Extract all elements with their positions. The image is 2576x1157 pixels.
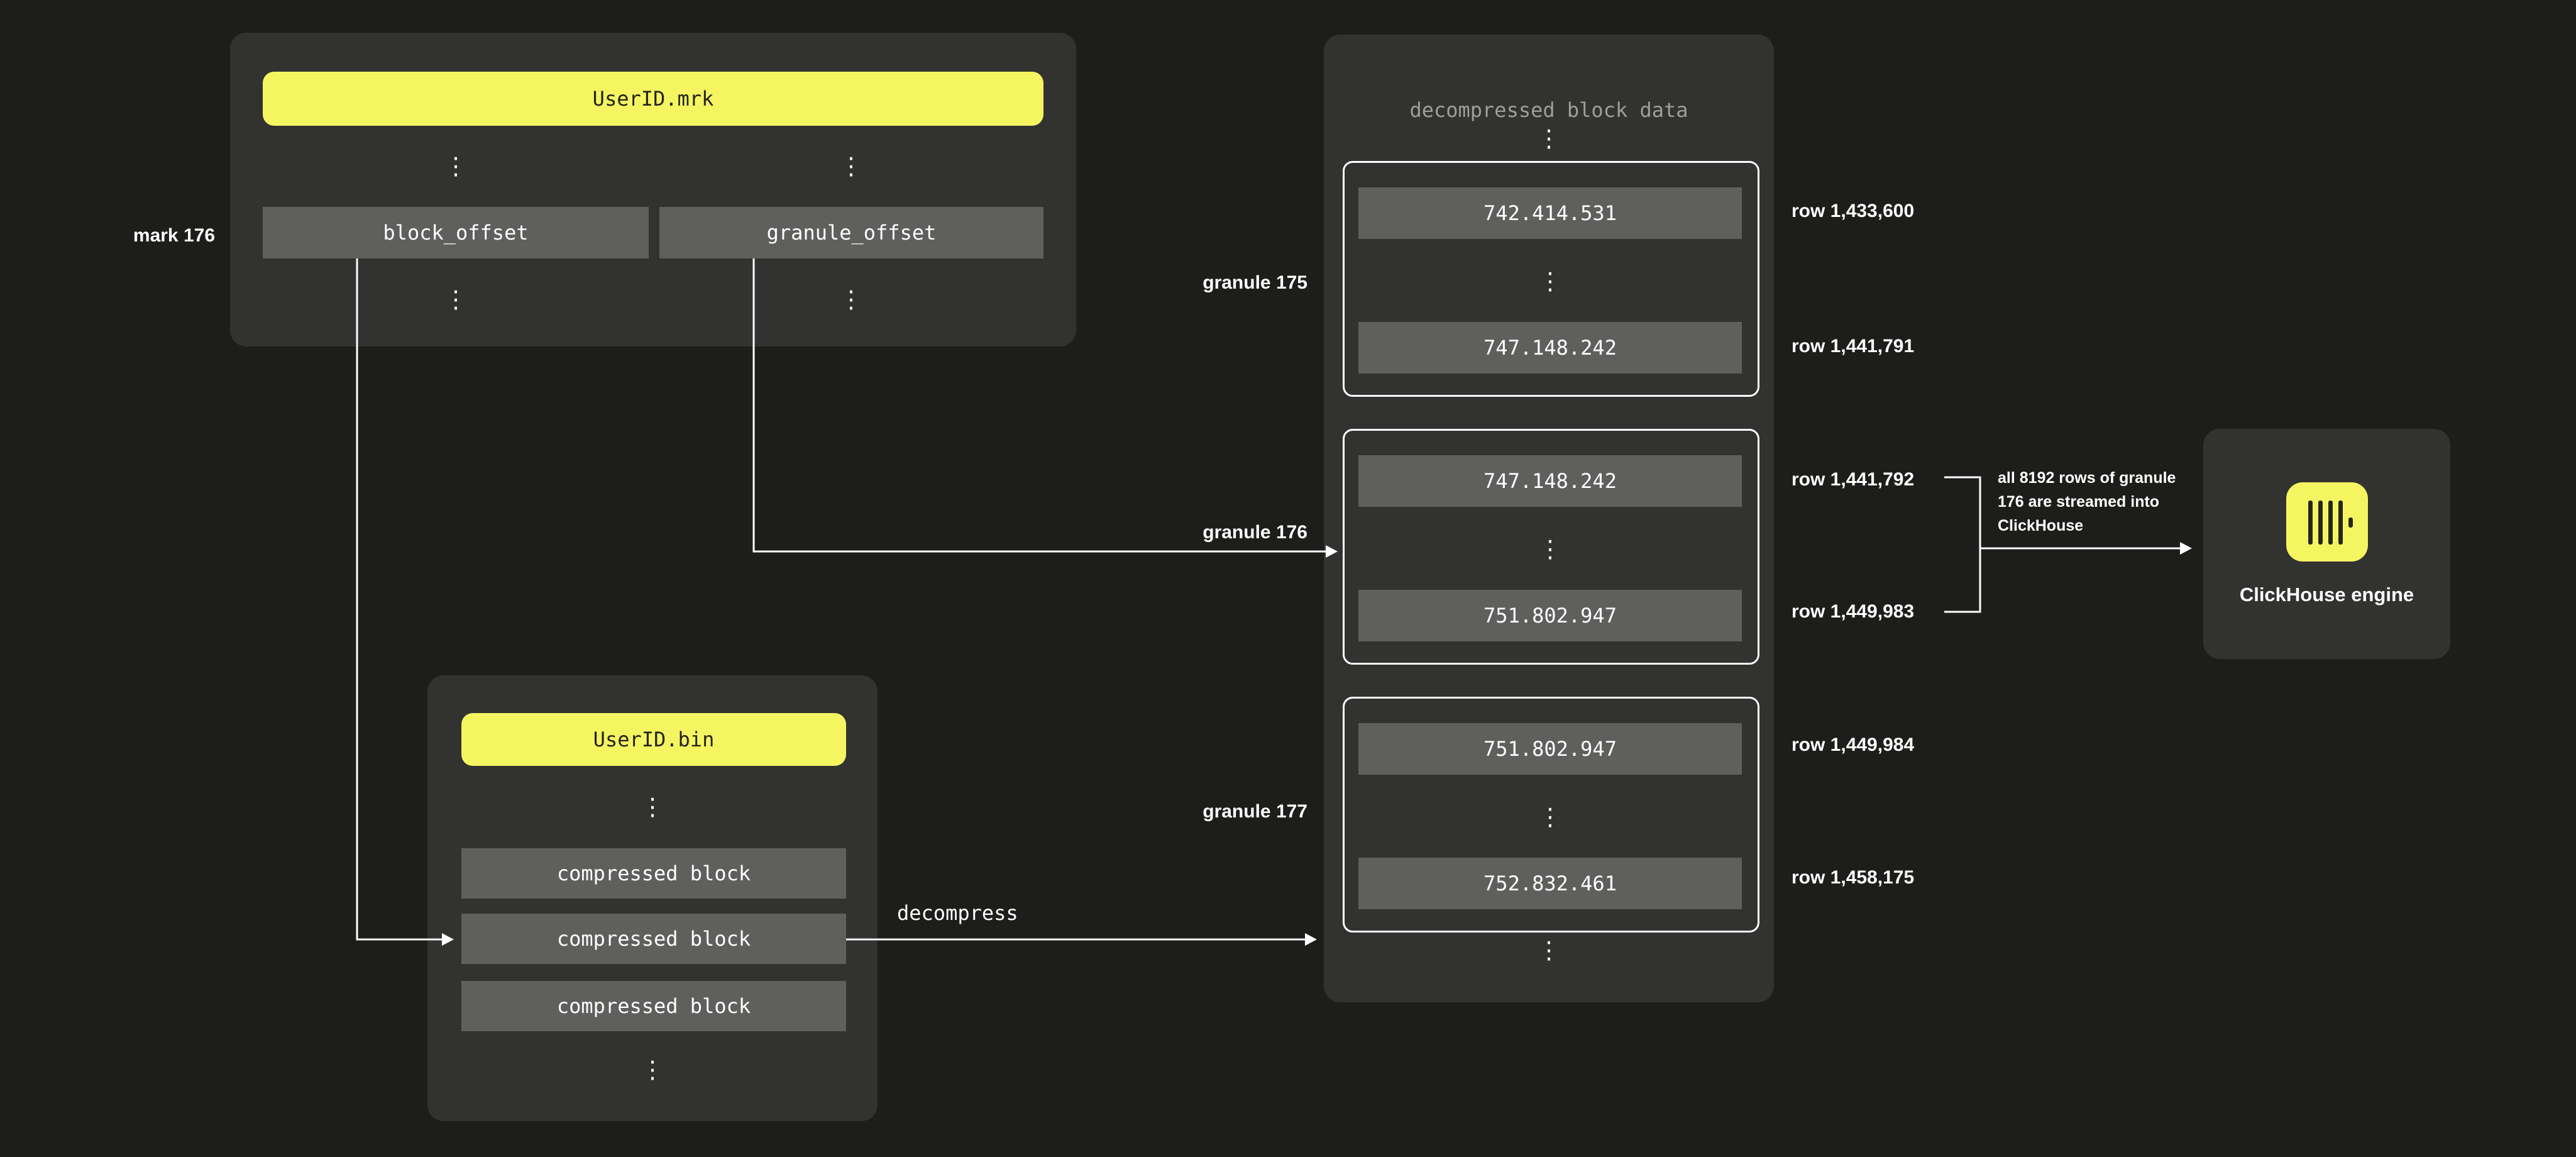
clickhouse-engine-panel: ClickHouse engine: [2203, 429, 2450, 659]
granule-175-box: 742.414.531 ⋮ 747.148.242: [1343, 161, 1759, 397]
arrowhead: [2180, 542, 2192, 555]
granule-offset-field: granule_offset: [659, 207, 1043, 258]
vertical-ellipsis: ⋮: [444, 152, 468, 180]
streaming-annotation: all 8192 rows of granule 176 are streame…: [1998, 466, 2176, 538]
row-label: row 1,441,792: [1792, 469, 1915, 490]
vertical-ellipsis: ⋮: [1538, 535, 1562, 563]
mark-label: mark 176: [133, 225, 215, 246]
granule-value: 747.148.242: [1358, 322, 1742, 374]
logo-short-bar: [2348, 518, 2353, 528]
block-offset-field: block_offset: [263, 207, 649, 258]
granule-value: 751.802.947: [1358, 723, 1742, 775]
vertical-ellipsis: ⋮: [641, 1056, 664, 1083]
row-label: row 1,433,600: [1792, 201, 1915, 221]
mrk-file-title: UserID.mrk: [263, 72, 1043, 126]
logo-bar: [2338, 501, 2343, 545]
row-label: row 1,458,175: [1792, 867, 1915, 888]
vertical-ellipsis: ⋮: [839, 285, 863, 313]
decompressed-panel-title: decompressed block data: [1409, 98, 1688, 122]
vertical-ellipsis: ⋮: [1537, 125, 1561, 152]
annotation-line: all 8192 rows of granule: [1998, 469, 2176, 487]
granule-176-box: 747.148.242 ⋮ 751.802.947: [1343, 429, 1759, 665]
compressed-block: compressed block: [461, 914, 846, 964]
compressed-block: compressed block: [461, 848, 846, 899]
granule-177-label: granule 177: [1203, 801, 1307, 822]
vertical-ellipsis: ⋮: [1538, 803, 1562, 831]
granule-value: 747.148.242: [1358, 455, 1742, 507]
granule-176-label: granule 176: [1203, 522, 1307, 543]
mrk-file-panel: UserID.mrk ⋮ ⋮ block_offset granule_offs…: [230, 33, 1076, 346]
row-label: row 1,449,984: [1792, 734, 1915, 755]
bin-file-panel: UserID.bin ⋮ compressed block compressed…: [427, 675, 878, 1121]
vertical-ellipsis: ⋮: [1537, 936, 1561, 964]
clickhouse-logo-icon: [2286, 482, 2368, 562]
granule-value: 751.802.947: [1358, 590, 1742, 641]
row-label: row 1,441,791: [1792, 336, 1915, 357]
decompressed-block-panel: decompressed block data ⋮ 742.414.531 ⋮ …: [1324, 35, 1774, 1002]
vertical-ellipsis: ⋮: [444, 285, 468, 313]
decompress-label: decompress: [897, 901, 1018, 925]
compressed-block: compressed block: [461, 981, 846, 1031]
granule-175-label: granule 175: [1203, 272, 1307, 293]
vertical-ellipsis: ⋮: [641, 793, 664, 821]
row-label: row 1,449,983: [1792, 601, 1915, 622]
granule-value: 742.414.531: [1358, 187, 1742, 239]
logo-bar: [2318, 501, 2323, 545]
logo-bar: [2328, 501, 2333, 545]
engine-label: ClickHouse engine: [2239, 584, 2414, 606]
annotation-line: 176 are streamed into: [1998, 493, 2160, 511]
rows-bracket: [1944, 476, 1981, 613]
granule-177-box: 751.802.947 ⋮ 752.832.461: [1343, 697, 1759, 933]
annotation-line: ClickHouse: [1998, 517, 2084, 534]
granule-value: 752.832.461: [1358, 858, 1742, 909]
bin-file-title: UserID.bin: [461, 713, 846, 766]
logo-bar: [2308, 501, 2313, 545]
arrowhead: [1305, 933, 1317, 946]
vertical-ellipsis: ⋮: [1538, 267, 1562, 295]
vertical-ellipsis: ⋮: [839, 152, 863, 180]
